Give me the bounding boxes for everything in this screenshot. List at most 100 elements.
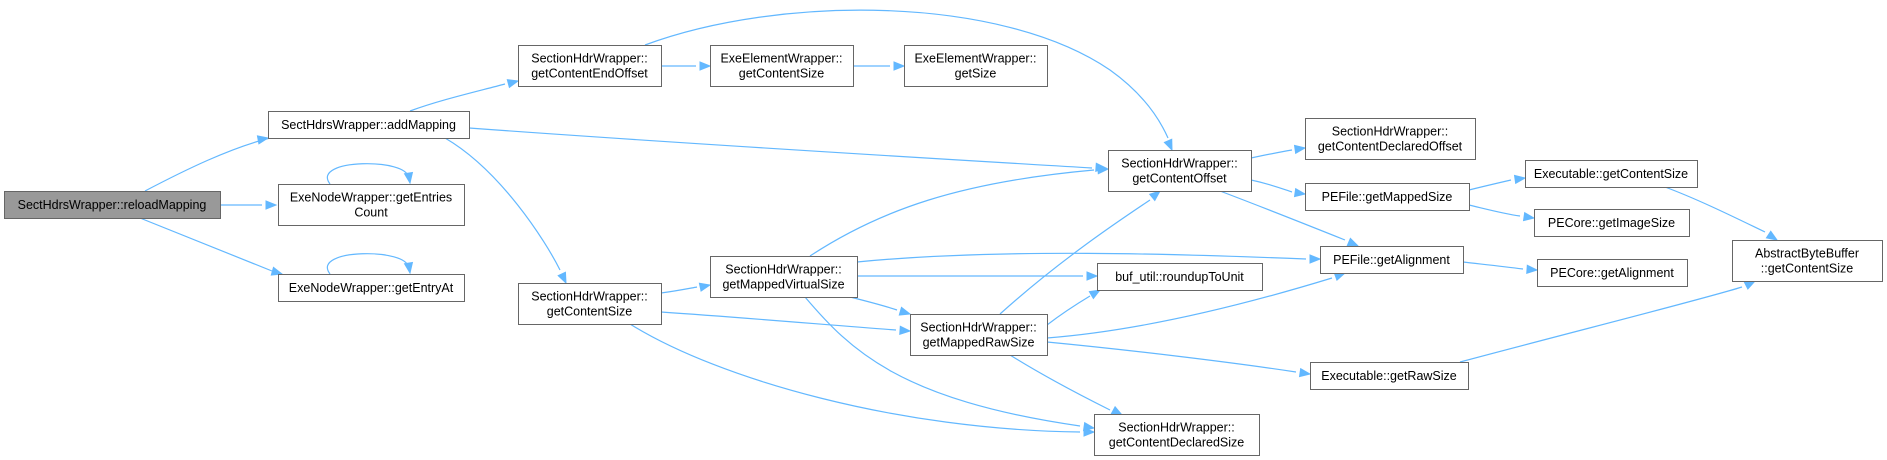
edge-getMappedVirtualSize-to-getMappedRawSize xyxy=(849,296,912,316)
edge-arrowhead xyxy=(1086,271,1099,281)
edge-line xyxy=(1046,295,1091,326)
edge-getMappedRawSize-to-getContentDeclaredSize xyxy=(1009,354,1124,416)
edge-arrowhead xyxy=(1346,237,1360,247)
node-label: Executable::getRawSize xyxy=(1321,369,1457,383)
edge-arrowhead xyxy=(256,135,270,145)
node-getContentDeclaredSize[interactable]: SectionHdrWrapper::getContentDeclaredSiz… xyxy=(1094,414,1260,456)
edge-getContentEndOffset-to-getContentOffset xyxy=(644,9,1173,152)
node-label: PEFile::getAlignment xyxy=(1333,253,1450,267)
edge-getMappedVirtualSize-to-pe_getAlignment xyxy=(856,252,1322,264)
edge-arrowhead xyxy=(699,61,712,71)
edge-arrowhead xyxy=(1526,264,1539,274)
edge-ee_getContentSize-to-ee_getSize xyxy=(853,61,906,71)
node-box xyxy=(910,314,1048,356)
edge-getEntryAt-to-getEntryAt xyxy=(326,253,414,275)
edge-arrowhead xyxy=(893,61,906,71)
edge-arrowhead xyxy=(1765,230,1779,241)
edge-line xyxy=(144,137,271,192)
edge-line xyxy=(326,163,409,185)
edge-line xyxy=(1250,179,1293,193)
edge-arrowhead xyxy=(1743,280,1757,290)
node-ex_getRawSize[interactable]: Executable::getRawSize xyxy=(1310,362,1469,390)
node-label: ExeElementWrapper:: xyxy=(914,52,1036,66)
edge-getContentOffset-to-pe_getMappedSize xyxy=(1250,179,1307,198)
node-box xyxy=(4,191,221,219)
node-getMappedRawSize[interactable]: SectionHdrWrapper::getMappedRawSize xyxy=(910,314,1048,356)
node-box xyxy=(1310,362,1469,390)
edge-line xyxy=(1250,149,1293,159)
edge-arrowhead xyxy=(1163,138,1173,152)
node-label: SectionHdrWrapper:: xyxy=(1118,421,1235,435)
node-pe_getMappedSize[interactable]: PEFile::getMappedSize xyxy=(1305,183,1470,211)
node-getContentDeclaredOffset[interactable]: SectionHdrWrapper::getContentDeclaredOff… xyxy=(1305,118,1476,160)
node-ee_getContentSize[interactable]: ExeElementWrapper::getContentSize xyxy=(710,45,854,87)
node-label: SectHdrsWrapper::reloadMapping xyxy=(18,198,207,212)
edge-arrowhead xyxy=(506,79,520,89)
edge-arrowhead xyxy=(1088,289,1102,300)
edge-reloadMapping-to-getEntriesCount xyxy=(220,200,278,210)
node-box xyxy=(1534,209,1690,237)
edge-line xyxy=(468,127,1093,169)
node-box xyxy=(1320,246,1464,274)
node-box xyxy=(1305,183,1470,211)
node-box xyxy=(1097,263,1263,291)
edge-getEntriesCount-to-getEntriesCount xyxy=(326,163,414,185)
nodes-layer: SectHdrsWrapper::reloadMapping SectHdrsWr… xyxy=(4,45,1883,456)
node-label: Executable::getContentSize xyxy=(1534,167,1688,181)
edge-addMapping-to-getContentOffset xyxy=(468,127,1108,172)
node-label: ExeNodeWrapper::getEntryAt xyxy=(289,281,454,295)
node-pc_getImageSize[interactable]: PECore::getImageSize xyxy=(1534,209,1690,237)
node-label: SectionHdrWrapper:: xyxy=(531,290,648,304)
node-box xyxy=(1305,118,1476,160)
node-pc_getAlignment[interactable]: PECore::getAlignment xyxy=(1537,259,1688,287)
edge-arrowhead xyxy=(1309,254,1322,264)
edge-arrowhead xyxy=(1293,187,1307,198)
edge-arrowhead xyxy=(898,306,912,316)
node-getMappedVirtualSize[interactable]: SectionHdrWrapper::getMappedVirtualSize xyxy=(710,256,858,298)
node-abb_getContentSize[interactable]: AbstractByteBuffer::getContentSize xyxy=(1732,240,1883,282)
node-label: SectHdrsWrapper::addMapping xyxy=(281,118,456,132)
node-label: Count xyxy=(354,206,388,220)
edge-pe_getMappedSize-to-pc_getImageSize xyxy=(1468,204,1536,222)
edge-line xyxy=(660,311,897,331)
node-reloadMapping[interactable]: SectHdrsWrapper::reloadMapping xyxy=(4,191,221,219)
edge-arrowhead xyxy=(698,282,712,292)
node-roundupToUnit[interactable]: buf_util::roundupToUnit xyxy=(1097,263,1263,291)
edge-line xyxy=(809,169,1095,257)
edge-pe_getMappedSize-to-ex_getContentSize xyxy=(1468,174,1527,191)
node-pe_getAlignment[interactable]: PEFile::getAlignment xyxy=(1320,246,1464,274)
edge-getMappedRawSize-to-getContentOffset xyxy=(999,190,1162,315)
node-label: SectionHdrWrapper:: xyxy=(531,52,648,66)
edge-reloadMapping-to-getEntryAt xyxy=(139,217,284,276)
edge-line xyxy=(1009,354,1111,411)
edge-arrowhead xyxy=(899,325,912,335)
node-addMapping[interactable]: SectHdrsWrapper::addMapping xyxy=(268,111,470,139)
edge-sh_getContentSize-to-getMappedVirtualSize xyxy=(660,282,712,294)
node-ex_getContentSize[interactable]: Executable::getContentSize xyxy=(1525,160,1698,188)
node-box xyxy=(710,45,854,87)
edge-line xyxy=(1046,341,1297,373)
edge-getMappedRawSize-to-roundupToUnit xyxy=(1046,289,1102,326)
node-sh_getContentSize[interactable]: SectionHdrWrapper::getContentSize xyxy=(518,283,662,325)
node-box xyxy=(904,45,1048,87)
node-box xyxy=(1732,240,1883,282)
edge-line xyxy=(1459,286,1743,363)
node-label: ExeNodeWrapper::getEntries xyxy=(290,191,452,205)
edge-addMapping-to-getContentEndOffset xyxy=(409,79,520,112)
edge-getMappedVirtualSize-to-getContentOffset xyxy=(809,165,1110,257)
node-ee_getSize[interactable]: ExeElementWrapper::getSize xyxy=(904,45,1048,87)
node-label: ExeElementWrapper:: xyxy=(720,52,842,66)
node-getContentOffset[interactable]: SectionHdrWrapper::getContentOffset xyxy=(1108,150,1252,192)
edge-arrowhead xyxy=(1110,405,1124,416)
node-box xyxy=(278,184,465,226)
edge-reloadMapping-to-addMapping xyxy=(144,135,271,192)
edge-line xyxy=(849,296,898,311)
node-getContentEndOffset[interactable]: SectionHdrWrapper::getContentEndOffset xyxy=(518,45,662,87)
edge-arrowhead xyxy=(1513,174,1527,185)
node-label: AbstractByteBuffer xyxy=(1755,247,1859,261)
node-getEntryAt[interactable]: ExeNodeWrapper::getEntryAt xyxy=(278,274,465,302)
edge-sh_getContentSize-to-getMappedRawSize xyxy=(660,311,912,335)
edge-line xyxy=(444,137,561,271)
edge-arrowhead xyxy=(1082,421,1096,432)
